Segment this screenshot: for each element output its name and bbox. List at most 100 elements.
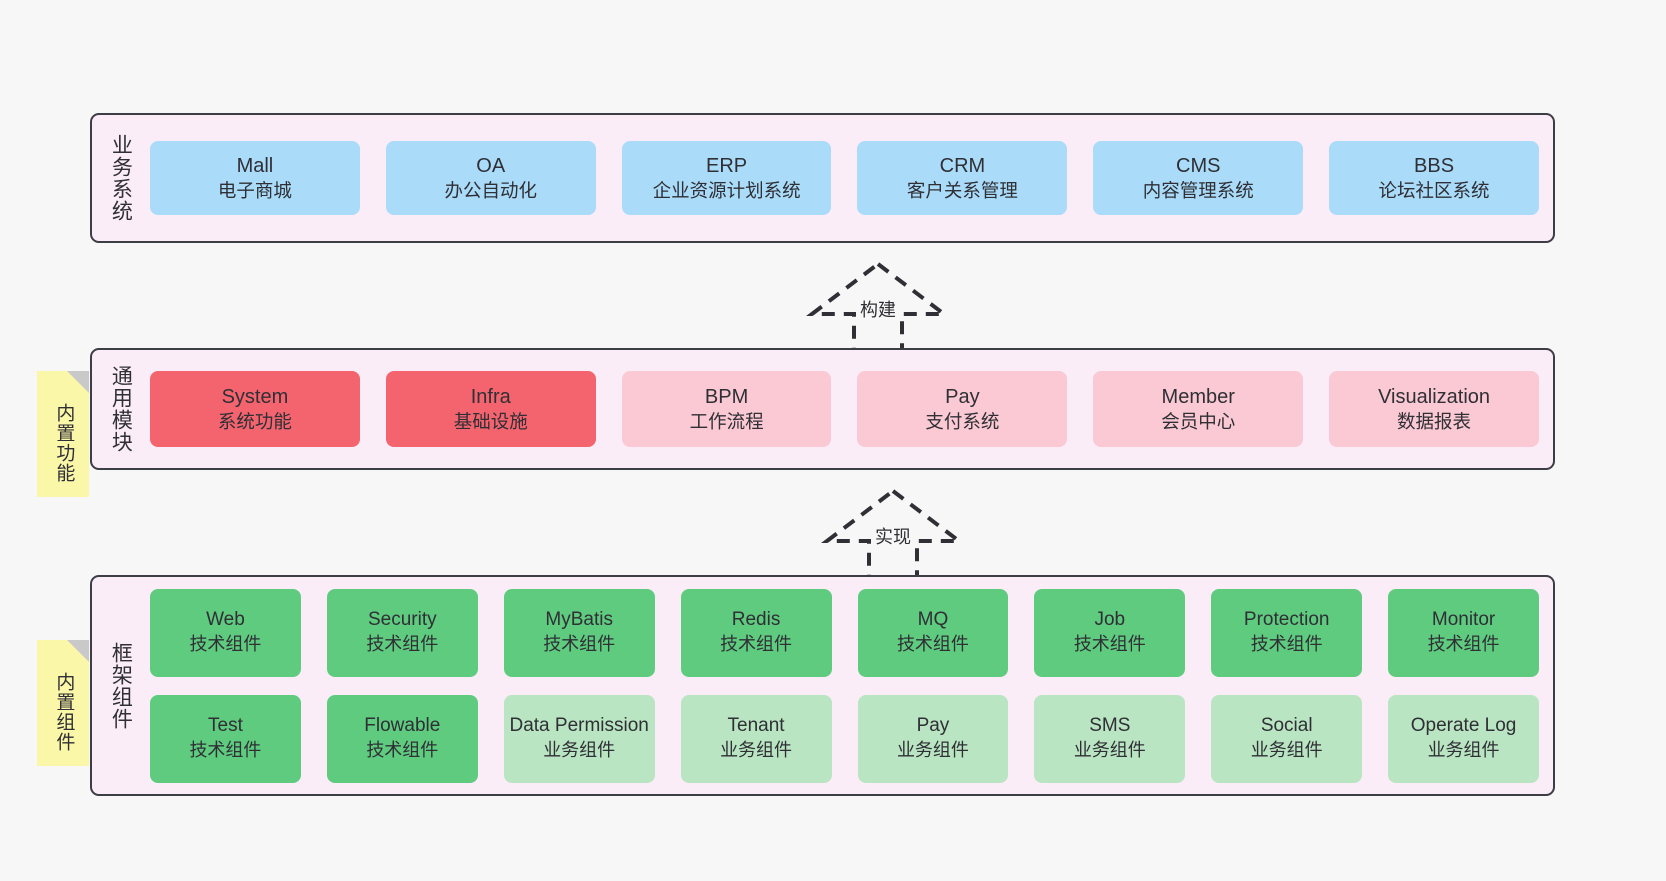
connector-label: 构建	[860, 300, 896, 320]
card-subtitle: 基础设施	[453, 410, 528, 432]
folded-corner-icon	[67, 371, 89, 393]
card-title: CMS	[1176, 154, 1221, 177]
connector-implement: 实现	[813, 485, 973, 581]
card-monitor[interactable]: Monitor 技术组件	[1388, 588, 1539, 677]
card-subtitle: 业务组件	[720, 740, 793, 761]
card-subtitle: 内容管理系统	[1142, 179, 1254, 201]
card-title: CRM	[939, 154, 986, 177]
layer-body-business-systems: Mall 电子商城 OA 办公自动化 ERP 企业资源计划系统 CRM 客户关系…	[142, 115, 1553, 241]
layer-business-systems: 业务系统 Mall 电子商城 OA 办公自动化 ERP 企业资源计划系统 CRM…	[90, 113, 1555, 243]
card-subtitle: 技术组件	[543, 634, 616, 655]
layer-body-common-modules: System 系统功能 Infra 基础设施 BPM 工作流程 Pay 支付系统…	[142, 350, 1553, 468]
card-bbs[interactable]: BBS 论坛社区系统	[1329, 141, 1539, 215]
sticky-note-builtin-features: 内置功能	[37, 371, 89, 497]
card-title: Flowable	[364, 715, 441, 737]
card-subtitle: 业务组件	[896, 740, 969, 761]
layer-title-common-modules: 通用模块	[109, 365, 133, 453]
card-title: MQ	[917, 609, 949, 631]
card-mall[interactable]: Mall 电子商城	[150, 141, 360, 215]
card-mq[interactable]: MQ 技术组件	[857, 588, 1009, 677]
card-title: System	[221, 385, 289, 408]
card-bpm[interactable]: BPM 工作流程	[621, 371, 832, 447]
card-subtitle: 技术组件	[189, 740, 262, 761]
card-subtitle: 技术组件	[366, 740, 439, 761]
card-infra[interactable]: Infra 基础设施	[385, 371, 596, 447]
card-title: BBS	[1414, 154, 1455, 177]
card-flowable[interactable]: Flowable 技术组件	[326, 694, 478, 783]
connector-label: 实现	[875, 527, 911, 547]
card-title: Tenant	[727, 715, 785, 737]
card-title: Web	[206, 609, 245, 631]
card-member[interactable]: Member 会员中心	[1093, 371, 1304, 447]
card-subtitle: 客户关系管理	[906, 179, 1018, 201]
card-subtitle: 业务组件	[543, 740, 616, 761]
card-subtitle: 技术组件	[1427, 634, 1500, 655]
layer-framework-components: 框架组件 Web 技术组件 Security 技术组件 MyBatis 技术组件…	[90, 575, 1555, 796]
card-title: Pay	[916, 715, 950, 737]
card-title: Mall	[236, 154, 274, 177]
card-operate-log[interactable]: Operate Log 业务组件	[1388, 694, 1539, 783]
card-redis[interactable]: Redis 技术组件	[680, 588, 832, 677]
card-visualization[interactable]: Visualization 数据报表	[1329, 371, 1539, 447]
card-title: OA	[476, 154, 506, 177]
card-subtitle: 技术组件	[1250, 634, 1323, 655]
card-title: Redis	[731, 609, 781, 631]
sticky-note-builtin-components: 内置组件	[37, 640, 89, 766]
card-title: Infra	[470, 385, 511, 408]
card-oa[interactable]: OA 办公自动化	[385, 141, 596, 215]
card-subtitle: 企业资源计划系统	[652, 179, 801, 201]
card-pay-business[interactable]: Pay 业务组件	[857, 694, 1009, 783]
card-subtitle: 数据报表	[1397, 410, 1472, 432]
card-row: Mall 电子商城 OA 办公自动化 ERP 企业资源计划系统 CRM 客户关系…	[150, 141, 1539, 215]
card-title: Security	[367, 609, 437, 631]
card-title: Monitor	[1431, 609, 1496, 631]
card-title: Test	[208, 715, 243, 737]
layer-title-framework-components: 框架组件	[109, 641, 133, 730]
card-title: Member	[1161, 385, 1235, 408]
card-system[interactable]: System 系统功能	[150, 371, 360, 447]
card-subtitle: 技术组件	[189, 634, 262, 655]
card-security[interactable]: Security 技术组件	[326, 588, 478, 677]
card-pay[interactable]: Pay 支付系统	[857, 371, 1068, 447]
card-web[interactable]: Web 技术组件	[150, 588, 301, 677]
card-test[interactable]: Test 技术组件	[150, 694, 301, 783]
card-subtitle: 业务组件	[1073, 740, 1146, 761]
card-subtitle: 支付系统	[925, 410, 1000, 432]
card-tenant[interactable]: Tenant 业务组件	[680, 694, 832, 783]
card-subtitle: 业务组件	[1427, 740, 1500, 761]
card-row-business: Test 技术组件 Flowable 技术组件 Data Permission …	[150, 694, 1539, 783]
layer-common-modules: 通用模块 System 系统功能 Infra 基础设施 BPM 工作流程 Pay…	[90, 348, 1555, 470]
card-data-permission[interactable]: Data Permission 业务组件	[503, 694, 655, 783]
card-title: Operate Log	[1410, 715, 1517, 737]
card-subtitle: 业务组件	[1250, 740, 1323, 761]
card-subtitle: 办公自动化	[444, 179, 537, 201]
card-title: MyBatis	[545, 609, 613, 631]
card-subtitle: 电子商城	[217, 179, 292, 201]
card-title: Data Permission	[509, 715, 649, 737]
card-subtitle: 会员中心	[1161, 410, 1236, 432]
card-subtitle: 技术组件	[720, 634, 793, 655]
card-subtitle: 技术组件	[896, 634, 969, 655]
folded-corner-icon	[67, 640, 89, 662]
card-erp[interactable]: ERP 企业资源计划系统	[621, 141, 832, 215]
card-subtitle: 论坛社区系统	[1378, 179, 1490, 201]
card-title: Pay	[945, 385, 980, 408]
card-subtitle: 工作流程	[689, 410, 764, 432]
card-crm[interactable]: CRM 客户关系管理	[857, 141, 1068, 215]
card-title: BPM	[704, 385, 749, 408]
layer-body-framework-components: Web 技术组件 Security 技术组件 MyBatis 技术组件 Redi…	[142, 577, 1553, 794]
card-protection[interactable]: Protection 技术组件	[1211, 588, 1363, 677]
card-mybatis[interactable]: MyBatis 技术组件	[503, 588, 655, 677]
card-social[interactable]: Social 业务组件	[1211, 694, 1363, 783]
card-title: Social	[1260, 715, 1313, 737]
card-sms[interactable]: SMS 业务组件	[1034, 694, 1186, 783]
card-subtitle: 技术组件	[366, 634, 439, 655]
card-job[interactable]: Job 技术组件	[1034, 588, 1186, 677]
card-title: Job	[1094, 609, 1126, 631]
card-cms[interactable]: CMS 内容管理系统	[1093, 141, 1304, 215]
layer-title-business-systems: 业务系统	[109, 134, 133, 222]
card-subtitle: 系统功能	[217, 410, 292, 432]
sticky-note-label: 内置组件	[53, 672, 75, 752]
card-title: ERP	[706, 154, 748, 177]
